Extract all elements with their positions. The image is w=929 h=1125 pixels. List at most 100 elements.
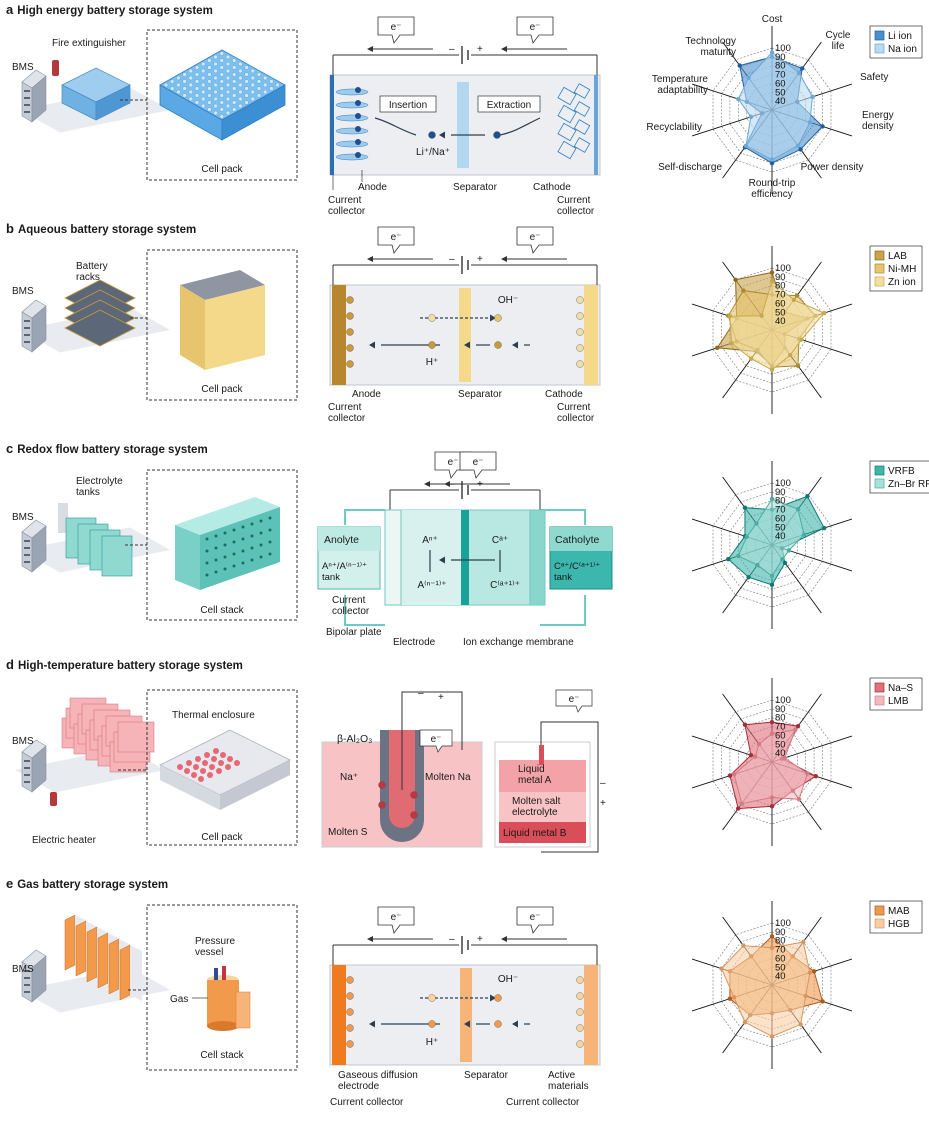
electron-label-group: e⁻ xyxy=(473,457,484,468)
separator xyxy=(457,82,469,168)
cell-top xyxy=(238,61,243,67)
radar-point xyxy=(741,288,746,293)
radar-grid-ring xyxy=(712,267,832,393)
c-top-label-group: Cᵃ⁺ xyxy=(492,535,508,546)
heater-icon xyxy=(50,792,57,806)
radar-point xyxy=(769,279,775,284)
stack-cell xyxy=(205,561,209,565)
radar-point xyxy=(782,755,787,761)
cathode-collector-label: collector xyxy=(557,206,595,217)
cell-top xyxy=(213,96,218,102)
cell-top xyxy=(213,103,218,109)
electron-callout xyxy=(377,906,415,934)
cell-block xyxy=(117,721,155,753)
cell-top xyxy=(188,68,193,74)
stack-panel xyxy=(97,932,109,989)
heater-label-group: Electric heater xyxy=(32,835,97,846)
cell-top xyxy=(250,96,255,102)
active-label: materials xyxy=(548,1081,589,1092)
anode-layer xyxy=(335,153,369,161)
cell-top xyxy=(219,93,224,98)
cell-top xyxy=(211,756,217,762)
anolyte-label: Anolyte xyxy=(324,534,359,546)
stack-cell xyxy=(241,525,245,529)
radar-tick-label: 100 xyxy=(775,478,791,489)
cell-top xyxy=(225,110,231,116)
electron-label: e⁻ xyxy=(431,734,442,745)
cell-top xyxy=(238,89,243,95)
extraction-label: Extraction xyxy=(487,100,531,111)
ion-dot xyxy=(576,328,584,336)
bipolar-plate-left xyxy=(384,509,402,606)
cell-top xyxy=(195,756,201,762)
ion-dot xyxy=(576,1024,584,1032)
ion-label: Li⁺/Na⁺ xyxy=(416,147,450,158)
arrowhead xyxy=(369,1020,375,1028)
cell-top xyxy=(263,75,268,81)
stack-cell xyxy=(268,552,272,556)
salt-label: electrolyte xyxy=(512,807,558,818)
radar-point xyxy=(735,806,741,811)
server-slot xyxy=(24,97,30,99)
cell-top xyxy=(244,93,249,98)
radar-point xyxy=(769,804,775,809)
anolyte-tank-label: tank xyxy=(322,572,340,583)
legend-swatch xyxy=(874,276,885,287)
radar-tick-label: 40 xyxy=(775,971,786,982)
stack-cell xyxy=(259,519,263,523)
stack-panel xyxy=(64,914,76,971)
minus-sign: – xyxy=(449,44,455,55)
cell-top xyxy=(207,65,212,70)
radar-tick-label: 50 xyxy=(775,307,786,318)
stack-cell xyxy=(250,522,254,526)
plus-sign: + xyxy=(477,254,483,265)
battery-gap xyxy=(459,937,471,953)
cell-top xyxy=(256,86,262,91)
radar-point xyxy=(746,575,751,580)
liquid-a-label: metal A xyxy=(518,775,552,786)
radar-point xyxy=(799,66,805,71)
radar-point xyxy=(769,582,775,588)
right-collector-label: Current collector xyxy=(506,1097,580,1108)
cell-top xyxy=(225,103,231,109)
ion-membrane xyxy=(461,510,469,605)
cell-top xyxy=(176,75,181,81)
stack-cell xyxy=(223,555,227,559)
electron-label: e⁻ xyxy=(391,232,402,243)
a-top-label-group: Aⁿ⁺ xyxy=(422,535,438,546)
server-slot xyxy=(24,991,30,993)
arrowhead xyxy=(512,1020,518,1028)
cell-top xyxy=(219,100,224,105)
radar-tick-label: 100 xyxy=(775,695,791,706)
flow-loop xyxy=(344,595,385,626)
legend-label: HGB xyxy=(888,919,910,930)
cell-top xyxy=(225,89,231,95)
stack-cell xyxy=(250,546,254,550)
cell-top xyxy=(244,100,249,105)
radar-point xyxy=(793,727,798,732)
vessel-body xyxy=(207,980,239,1026)
radar-point xyxy=(822,310,827,316)
radar-tick-label: 70 xyxy=(775,505,786,516)
electron-label: e⁻ xyxy=(391,22,402,33)
cell-top xyxy=(216,768,222,774)
battery-gap xyxy=(459,47,471,63)
radar-point xyxy=(759,313,764,318)
electron-label-group: e⁻ xyxy=(530,232,541,243)
cell-top xyxy=(232,72,237,77)
ion-dot xyxy=(346,312,354,320)
radar-point xyxy=(786,548,792,553)
liquid-metal-b xyxy=(499,822,586,843)
fire-extinguisher-icon xyxy=(52,60,59,76)
cell-top xyxy=(256,79,262,84)
radar-point xyxy=(733,277,738,283)
radar-grid-ring xyxy=(721,56,823,164)
cell-top xyxy=(219,51,224,56)
extraction-label-group: Extraction xyxy=(487,100,531,111)
